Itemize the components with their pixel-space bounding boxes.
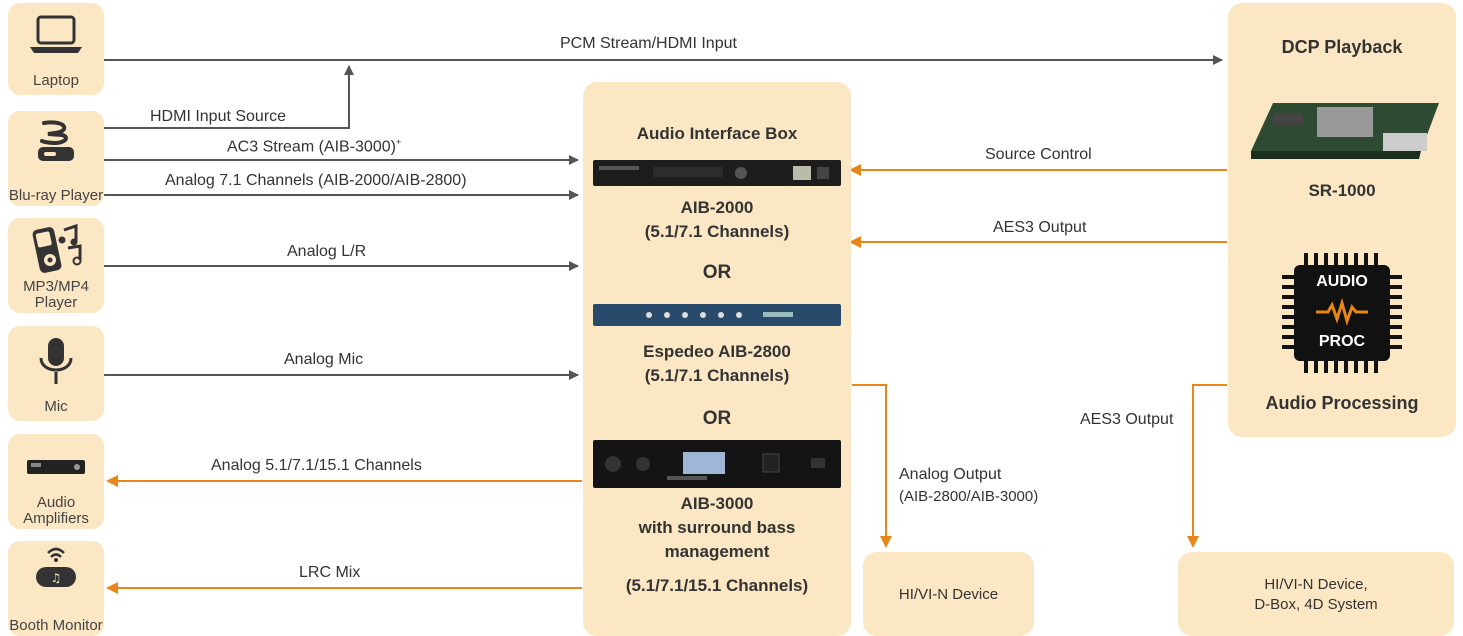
hi-vi-n-label: HI/VI-N Device: [898, 586, 999, 603]
bluray-box: Blu-ray Player: [8, 111, 104, 206]
bluray-player-icon: [38, 120, 74, 161]
aib-3000-desc-2: management: [664, 542, 770, 561]
source-label: MP3/MP4 Player: [23, 278, 89, 311]
source-control-label: Source Control: [985, 146, 1092, 163]
amplifier-box: Audio Amplifiers: [8, 434, 104, 529]
aib-2000-device-icon: [593, 160, 841, 186]
analog-output-sublabel: (AIB-2800/AIB-3000): [899, 488, 1039, 505]
server-name: SR-1000: [1308, 181, 1376, 200]
hi-vi-n-dbox-line1: HI/VI-N Device,: [1264, 576, 1368, 593]
or-label-1: OR: [702, 262, 732, 283]
analog-lr-label: Analog L/R: [287, 243, 367, 260]
analog-output-label: Analog Output: [899, 466, 1002, 483]
audio-interface-box: Audio Interface Box AIB-2000 (5.1/7.1 Ch…: [583, 82, 851, 636]
sr1000-device-icon: [1251, 103, 1439, 159]
audio-processor-chip-icon: [1282, 253, 1402, 373]
aib-3000-name: AIB-3000: [680, 494, 754, 513]
aes3-out-arrow: [1187, 384, 1227, 548]
aib-3000-channels: (5.1/7.1/15.1 Channels): [625, 576, 809, 595]
laptop-icon: [30, 15, 82, 53]
dcp-playback-box: DCP Playback SR-1000 AUDIO PROC Audio Pr…: [1228, 3, 1456, 437]
amplifier-icon: [27, 460, 85, 474]
analog-multi-label: Analog 5.1/7.1/15.1 Channels: [211, 457, 422, 474]
aes3-in-label: AES3 Output: [993, 219, 1087, 236]
analog-mic-label: Analog Mic: [284, 351, 364, 368]
analog-output-arrow: [852, 384, 892, 548]
hi-vi-n-device-box: HI/VI-N Device: [863, 552, 1034, 636]
aes3-out-label: AES3 Output: [1080, 411, 1174, 428]
aib-3000-desc-1: with surround bass: [638, 518, 796, 537]
audio-processing-label: Audio Processing: [1265, 393, 1419, 413]
mic-box: Mic: [8, 326, 104, 421]
aib-2000-name: AIB-2000: [680, 198, 754, 217]
analog71-label: Analog 7.1 Channels (AIB-2000/AIB-2800): [165, 172, 467, 189]
source-label: Mic: [44, 398, 68, 415]
ac3-label: AC3 Stream (AIB-3000)+: [227, 137, 402, 156]
aib-2000-channels: (5.1/7.1 Channels): [644, 222, 790, 241]
source-label: Blu-ray Player: [8, 187, 104, 204]
source-label: Laptop: [33, 72, 79, 89]
laptop-box: Laptop: [8, 3, 104, 95]
aib-2800-device-icon: [593, 304, 841, 326]
mp3-box: MP3/MP4 Player: [8, 218, 104, 313]
svg-text:♫: ♫: [51, 571, 62, 585]
chip-label-bottom: PROC: [1318, 333, 1366, 350]
microphone-icon: [39, 338, 73, 384]
aib-title: Audio Interface Box: [636, 124, 798, 143]
hdmi-source-arrow: [104, 65, 354, 129]
aib-2800-channels: (5.1/7.1 Channels): [644, 366, 790, 385]
hi-vi-n-dbox-line2: D-Box, 4D System: [1254, 596, 1378, 613]
source-label: Booth Monitor: [9, 617, 103, 634]
pcm-label: PCM Stream/HDMI Input: [560, 35, 737, 52]
music-player-icon: [32, 223, 82, 273]
hdmi-source-label: HDMI Input Source: [150, 108, 287, 125]
aib-3000-device-icon: [593, 440, 841, 488]
source-label: Audio Amplifiers: [23, 494, 89, 527]
aib-2800-name: Espedeo AIB-2800: [643, 342, 791, 361]
chip-label-top: AUDIO: [1316, 273, 1368, 290]
lrc-label: LRC Mix: [299, 564, 361, 581]
hi-vi-n-dbox-box: HI/VI-N Device, D-Box, 4D System: [1178, 552, 1454, 636]
dcp-title: DCP Playback: [1281, 37, 1403, 57]
booth-monitor-icon: ♫: [36, 547, 76, 587]
booth-monitor-box: ♫ Booth Monitor: [8, 541, 104, 636]
or-label-2: OR: [702, 408, 732, 429]
